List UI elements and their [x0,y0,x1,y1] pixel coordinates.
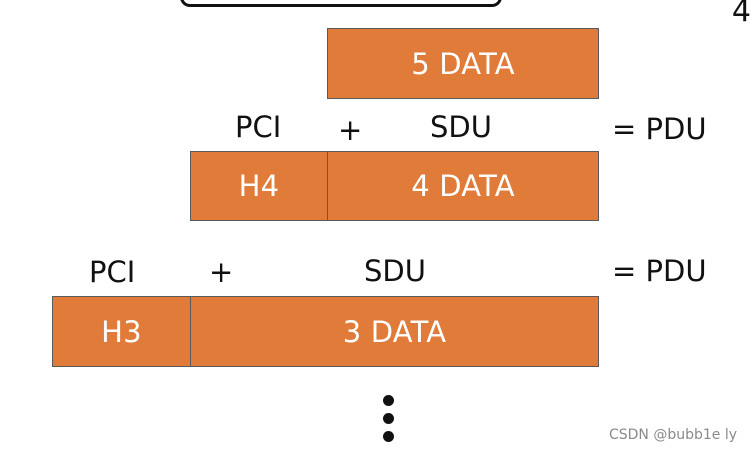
layer3-header-block: H3 [52,296,191,367]
layer4-header-label: H4 [238,169,280,203]
layer3-pci-label: PCI [89,255,136,289]
layer3-sdu-label: SDU [364,254,426,288]
layer4-pdu-label: = PDU [612,112,707,146]
top-cropped-shape [180,0,502,7]
layer3-plus-label: + [209,255,234,289]
layer3-data-label: 3 DATA [342,314,447,349]
layer4-sdu-label: SDU [430,110,492,144]
ellipsis-dot-3 [383,431,394,442]
layer5-data-block: 5 DATA [327,28,599,99]
layer4-data-block: 4 DATA [327,151,599,221]
ellipsis-dot-2 [383,413,394,424]
ellipsis-dot-1 [383,395,394,406]
top-corner-mark: 4 [731,0,751,29]
layer4-pci-label: PCI [235,110,282,144]
layer4-header-block: H4 [190,151,328,221]
layer4-plus-label: + [338,113,363,147]
watermark-text: CSDN @bubb1e ly [608,427,737,443]
layer5-data-label: 5 DATA [411,46,515,81]
layer3-header-label: H3 [101,314,142,349]
layer4-data-label: 4 DATA [411,169,515,203]
layer3-pdu-label: = PDU [612,254,707,288]
layer3-data-block: 3 DATA [190,296,599,367]
